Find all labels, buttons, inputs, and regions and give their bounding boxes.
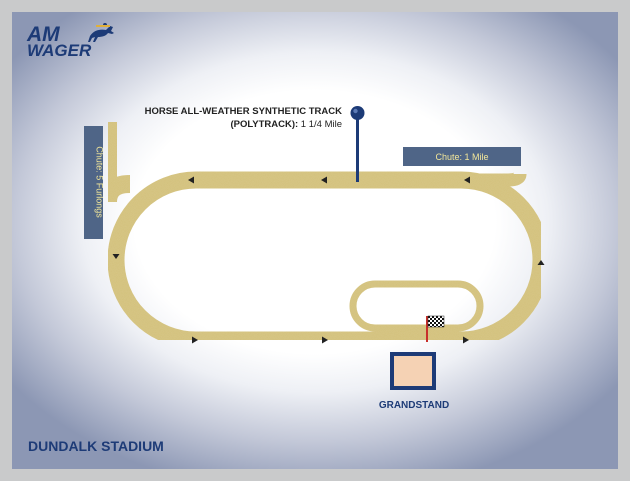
direction-arrow-icon [537,260,545,265]
chute-furlongs-box: Chute: 5 Furlongs [84,126,105,239]
track-distance: 1 1/4 Mile [298,119,342,130]
mile-chute-surface [392,172,527,187]
track-map-frame: AM WAGER HORSE ALL-WEATHER [12,12,618,469]
direction-arrow-icon [322,336,328,344]
direction-arrows [112,176,545,344]
direction-arrow-icon [112,254,120,259]
direction-arrow-icon [464,176,470,184]
grandstand-label: GRANDSTAND [379,400,449,411]
inner-oval-surface [349,280,484,332]
direction-arrow-icon [192,336,198,344]
grandstand-marker: GRANDSTAND [379,352,449,411]
direction-arrow-icon [188,176,194,184]
venue-name: DUNDALK STADIUM [28,438,164,454]
logo-line-wager: WAGER [27,41,92,60]
track-label: HORSE ALL-WEATHER SYNTHETIC TRACK (POLYT… [145,106,343,130]
chute-mile-label: Chute: 1 Mile [435,152,488,162]
track-subtitle: (POLYTRACK): 1 1/4 Mile [230,119,342,130]
amwager-logo[interactable]: AM WAGER [26,23,114,60]
track-map: AM WAGER HORSE ALL-WEATHER [26,23,550,454]
furlong-chute-surface [99,122,131,203]
direction-arrow-icon [463,336,469,344]
logo-line-am: AM [26,23,60,46]
checkered-flag-icon [426,315,445,342]
chute-mile-box: Chute: 1 Mile [403,147,521,166]
horse-jockey-icon [88,23,114,42]
map-pin-icon [350,106,365,182]
track-surface-name: (POLYTRACK): [230,119,298,130]
chute-furlongs-label: Chute: 5 Furlongs [95,146,105,218]
track-title: HORSE ALL-WEATHER SYNTHETIC TRACK [145,106,343,117]
direction-arrow-icon [321,176,327,184]
